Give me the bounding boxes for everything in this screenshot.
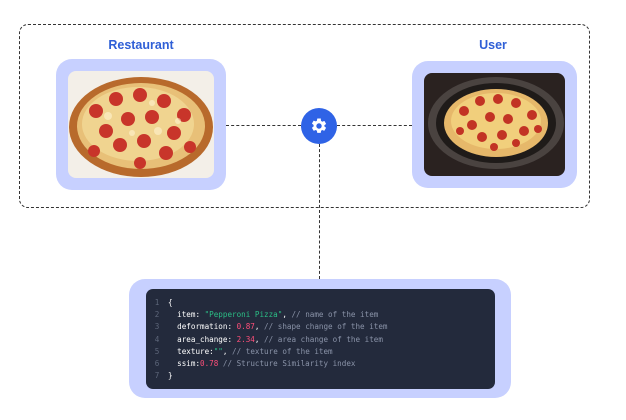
code-line: 4 area_change: 2.34, // area change of t… — [146, 334, 495, 346]
open-brace: { — [168, 298, 173, 307]
code-value: 0.87 — [236, 322, 255, 332]
comparison-frame — [19, 24, 590, 208]
line-number: 4 — [154, 334, 160, 344]
code-line: 3 deformation: 0.87, // shape change of … — [146, 321, 495, 333]
code-line: 6 ssim:0.78 // Structure Similarity inde… — [146, 358, 495, 370]
left-connector — [226, 125, 301, 126]
code-line: 7 } — [146, 370, 495, 382]
code-block: 1 { 2 item: "Pepperoni Pizza", // name o… — [146, 289, 495, 389]
code-value: "Pepperoni Pizza" — [204, 310, 283, 320]
code-value: 0.78 — [200, 359, 219, 369]
code-line: 1 { — [146, 297, 495, 309]
code-key: area_change: — [177, 334, 237, 344]
down-connector — [319, 144, 320, 279]
code-line: 2 item: "Pepperoni Pizza", // name of th… — [146, 309, 495, 321]
code-line: 5 texture:"", // texture of the item — [146, 346, 495, 358]
code-value: "" — [213, 346, 223, 356]
close-brace: } — [168, 371, 173, 381]
line-number: 2 — [154, 310, 160, 320]
restaurant-photo-card — [56, 59, 226, 190]
right-connector — [337, 125, 412, 126]
restaurant-title: Restaurant — [108, 38, 174, 52]
code-comment: // texture of the item — [232, 346, 333, 356]
line-number: 3 — [154, 322, 160, 332]
output-card: 1 { 2 item: "Pepperoni Pizza", // name o… — [129, 279, 511, 398]
user-title: User — [479, 38, 507, 52]
process-button[interactable] — [301, 108, 337, 144]
code-key: texture: — [177, 346, 214, 356]
code-comment: // shape change of the item — [264, 322, 388, 332]
line-number: 5 — [154, 346, 160, 356]
line-number: 7 — [154, 371, 160, 381]
code-comment: // Structure Similarity index — [222, 359, 356, 369]
user-pizza-image — [424, 73, 565, 176]
code-value: 2.34 — [236, 334, 255, 344]
gear-icon — [311, 118, 327, 133]
code-key: deformation: — [177, 322, 237, 332]
code-comment: // name of the item — [291, 310, 379, 320]
code-key: item: — [177, 310, 205, 320]
restaurant-pizza-image — [68, 71, 214, 178]
line-number: 1 — [154, 298, 160, 307]
user-photo-card — [412, 61, 577, 188]
code-comment: // area change of the item — [264, 334, 383, 344]
line-number: 6 — [154, 359, 160, 369]
code-key: ssim: — [177, 359, 201, 369]
